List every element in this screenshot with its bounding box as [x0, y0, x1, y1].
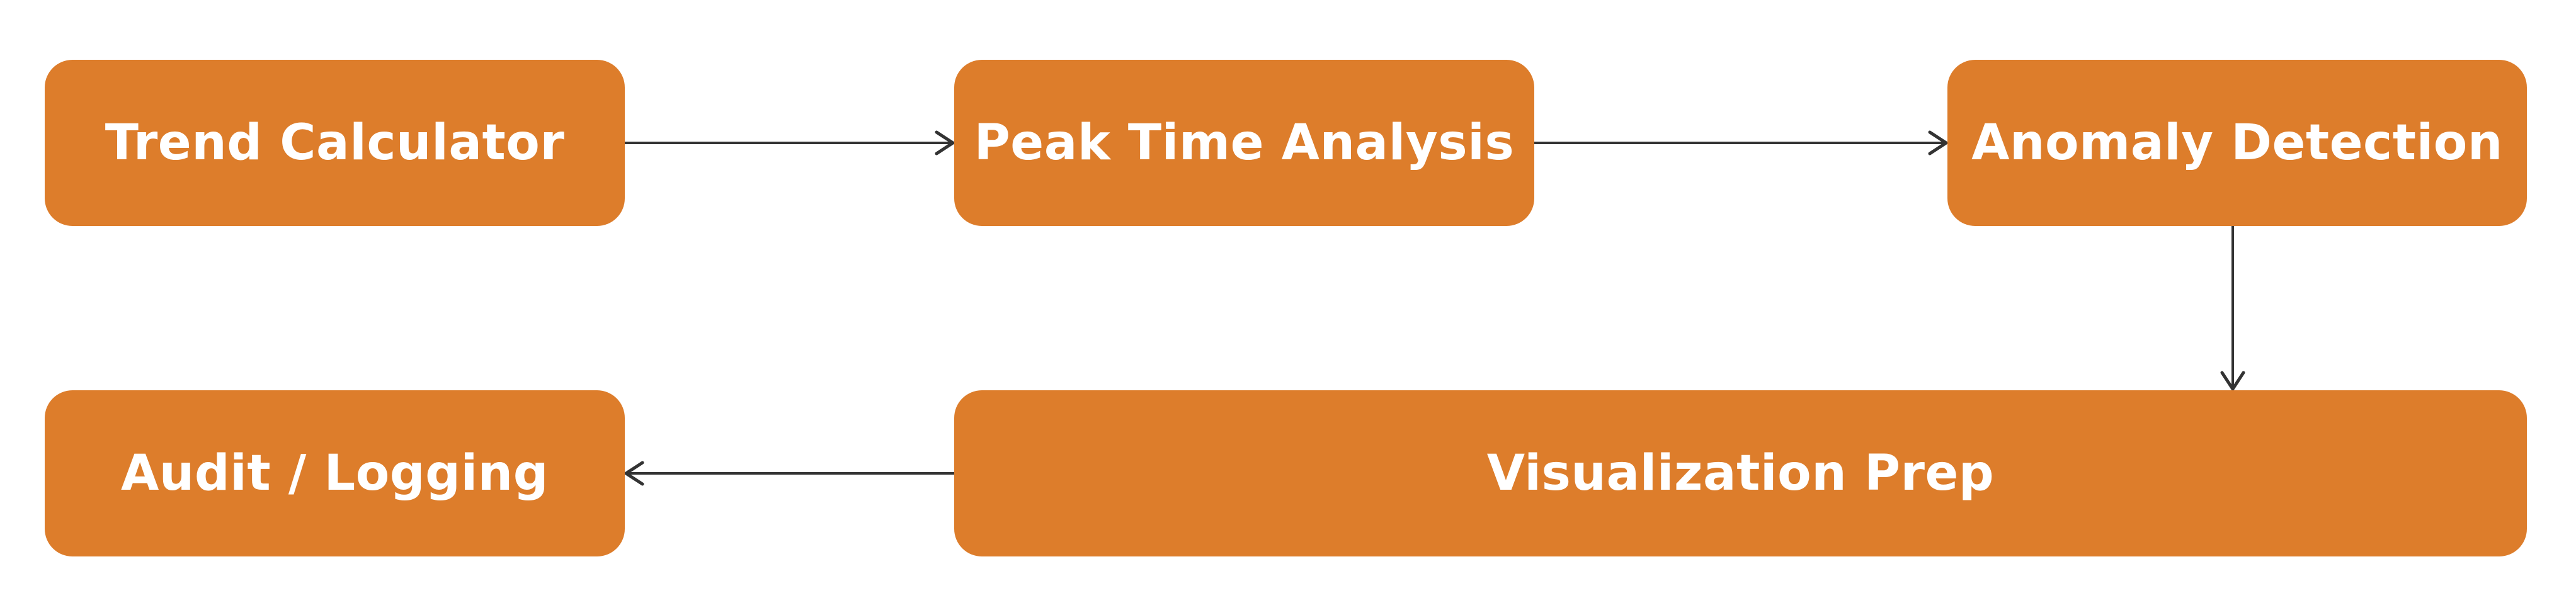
edge-trend-to-peak — [625, 130, 955, 155]
edge-peak-to-anomaly — [1534, 130, 1948, 155]
node-peak-time-analysis[interactable]: Peak Time Analysis — [954, 60, 1534, 226]
arrowhead-icon — [624, 461, 644, 486]
node-label: Audit / Logging — [120, 445, 549, 502]
arrowhead-icon — [1928, 130, 1948, 155]
node-label: Trend Calculator — [105, 115, 565, 171]
node-trend-calculator[interactable]: Trend Calculator — [45, 60, 625, 226]
node-label: Anomaly Detection — [1971, 115, 2503, 171]
node-audit-logging[interactable]: Audit / Logging — [45, 390, 625, 556]
node-label: Visualization Prep — [1486, 445, 1995, 502]
arrowhead-icon — [935, 130, 955, 155]
edge-viz-to-audit — [624, 461, 954, 486]
edge-anomaly-to-viz — [2220, 226, 2245, 391]
node-label: Peak Time Analysis — [974, 115, 1515, 171]
arrowhead-icon — [2220, 371, 2245, 391]
node-visualization-prep[interactable]: Visualization Prep — [954, 390, 2527, 556]
node-anomaly-detection[interactable]: Anomaly Detection — [1947, 60, 2527, 226]
